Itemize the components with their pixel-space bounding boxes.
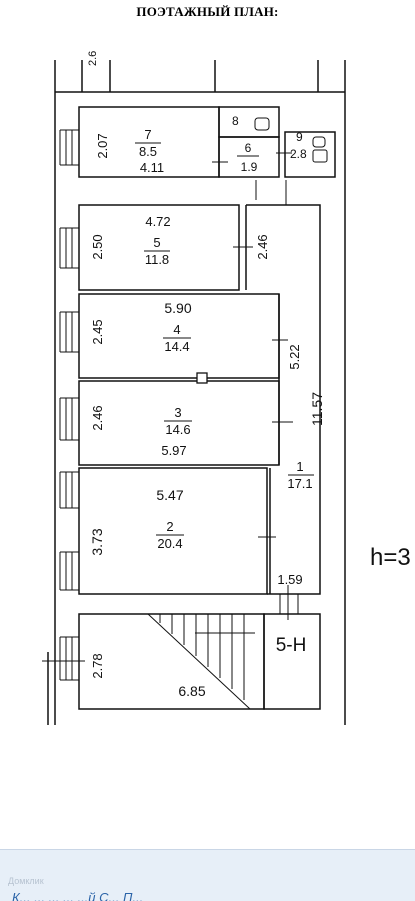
room4-side: 5.22 (287, 344, 302, 369)
room7-width: 2.07 (95, 133, 110, 158)
room7-area: 8.5 (139, 144, 157, 159)
staircase (147, 613, 255, 710)
room5-length: 4.72 (145, 214, 170, 229)
room-6 (218, 136, 280, 178)
room2-width: 3.73 (89, 528, 105, 555)
height-label: h=3 (370, 544, 411, 571)
room4-width: 2.45 (90, 319, 105, 344)
room4-length: 5.90 (164, 300, 191, 316)
room8-number: 8 (232, 114, 239, 128)
sink-icon (312, 149, 328, 163)
column-marker (196, 372, 208, 384)
room-1 (246, 204, 321, 595)
room1-side: 11.57 (309, 392, 325, 426)
toilet-icon (254, 117, 270, 131)
room3-area: 14.6 (165, 422, 190, 437)
room5-number: 5 (153, 235, 160, 250)
room-9 (284, 131, 336, 178)
room6-area: 1.9 (241, 160, 258, 174)
room7-number: 7 (144, 127, 151, 142)
window-room7 (59, 129, 79, 166)
window-room2 (59, 471, 79, 591)
room4-area: 14.4 (164, 339, 189, 354)
room3-width: 2.46 (90, 405, 105, 430)
room1-area: 17.1 (287, 476, 312, 491)
room7-length: 4.11 (140, 160, 164, 175)
room5-width: 2.50 (90, 234, 105, 259)
room1-number: 1 (296, 459, 303, 474)
stair-length: 6.85 (178, 683, 205, 699)
window-room3 (59, 397, 79, 441)
room6-number: 6 (245, 141, 252, 155)
footer-text: К... ... ... ... ...й С... П... (12, 890, 144, 901)
floor-plan: 2.6 2.07 7 8.5 4.11 8 6 1.9 9 2.8 4.72 5… (42, 51, 411, 725)
window-stair (59, 636, 79, 681)
room-8 (218, 106, 280, 138)
room5-side: 2.46 (255, 234, 270, 259)
room-5n (263, 613, 321, 710)
room5n-label: 5-Н (276, 635, 307, 656)
room9-number: 9 (296, 130, 303, 144)
room2-area: 20.4 (157, 536, 182, 551)
room1-bottom: 1.59 (277, 572, 302, 587)
room3-length: 5.97 (161, 443, 186, 458)
stair-width: 2.78 (90, 653, 105, 678)
window-room4 (59, 311, 79, 353)
toilet-icon (312, 136, 326, 148)
room-2 (78, 467, 268, 595)
room2-length: 5.47 (156, 487, 183, 503)
footer-band: Домклик К... ... ... ... ...й С... П... (0, 849, 415, 901)
room4-number: 4 (173, 322, 180, 337)
room2-number: 2 (166, 519, 173, 534)
page-title: ПОЭТАЖНЫЙ ПЛАН: (136, 4, 279, 19)
window-room5 (59, 227, 79, 269)
watermark-logo: Домклик (8, 876, 44, 886)
room5-area: 11.8 (145, 252, 169, 267)
room9-dim: 2.8 (290, 147, 307, 161)
top-fragment-label: 2.6 (87, 51, 99, 66)
room3-number: 3 (174, 405, 181, 420)
